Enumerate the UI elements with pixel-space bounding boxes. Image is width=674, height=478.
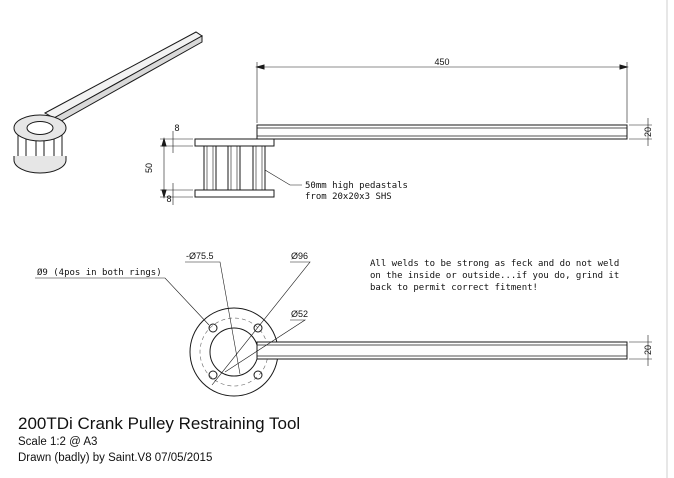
dim-bar-width-front: 20 bbox=[643, 345, 653, 355]
front-hole-2 bbox=[253, 323, 263, 333]
front-hole-3 bbox=[208, 370, 218, 380]
front-hole-1 bbox=[208, 323, 218, 333]
drawing-author: Drawn (badly) by Saint.V8 07/05/2015 bbox=[18, 452, 213, 464]
front-inner-ring bbox=[209, 327, 259, 377]
drawing-title: 200TDi Crank Pulley Restraining Tool bbox=[18, 414, 301, 433]
top-view-bar bbox=[256, 124, 628, 140]
outer-dia-leader bbox=[211, 261, 311, 386]
pedestal-note-2: from 20x20x3 SHS bbox=[305, 192, 392, 202]
top-view-ring-bottom bbox=[194, 189, 275, 198]
dim-total-height: 50 bbox=[144, 163, 154, 173]
drawing-scale: Scale 1:2 @ A3 bbox=[18, 436, 98, 448]
dim-ring-bottom: 8 bbox=[166, 194, 171, 204]
front-hole-4 bbox=[253, 370, 263, 380]
weld-note-2: on the inside or outside...if you do, gr… bbox=[370, 271, 619, 281]
pedestal-leader bbox=[264, 169, 302, 186]
isometric-view bbox=[13, 31, 203, 174]
iso-handle-bar-side bbox=[53, 35, 203, 125]
dim-ring-top: 8 bbox=[174, 123, 179, 133]
iso-handle-bar bbox=[43, 31, 203, 119]
top-view-ring-top bbox=[194, 138, 275, 147]
inner-diameter-label: Ø52 bbox=[291, 309, 308, 319]
inner-dia-leader bbox=[224, 319, 307, 373]
weld-note-1: All welds to be strong as feck and do no… bbox=[370, 259, 619, 269]
front-view-bar bbox=[256, 341, 628, 360]
hole-leader bbox=[35, 277, 210, 326]
outer-diameter-label: Ø96 bbox=[291, 251, 308, 261]
weld-note-3: back to permit correct fitment! bbox=[370, 283, 538, 293]
top-view bbox=[160, 62, 652, 205]
pedestal-note-1: 50mm high pedastals bbox=[305, 181, 408, 191]
dim-bar-width-top: 20 bbox=[643, 127, 653, 137]
top-view-pedestal-left bbox=[203, 145, 217, 191]
top-view-pedestal-mid bbox=[227, 145, 241, 191]
title-block: 200TDi Crank Pulley Restraining Tool Sca… bbox=[18, 414, 300, 466]
hole-note: Ø9 (4pos in both rings) bbox=[37, 267, 162, 278]
dim-length: 450 bbox=[434, 57, 449, 67]
pcd-label: -Ø75.5 bbox=[186, 251, 214, 261]
iso-top-ring-hole bbox=[26, 121, 54, 135]
front-view bbox=[35, 261, 652, 397]
top-view-pedestal-right bbox=[252, 145, 266, 191]
pcd-leader bbox=[185, 261, 241, 375]
